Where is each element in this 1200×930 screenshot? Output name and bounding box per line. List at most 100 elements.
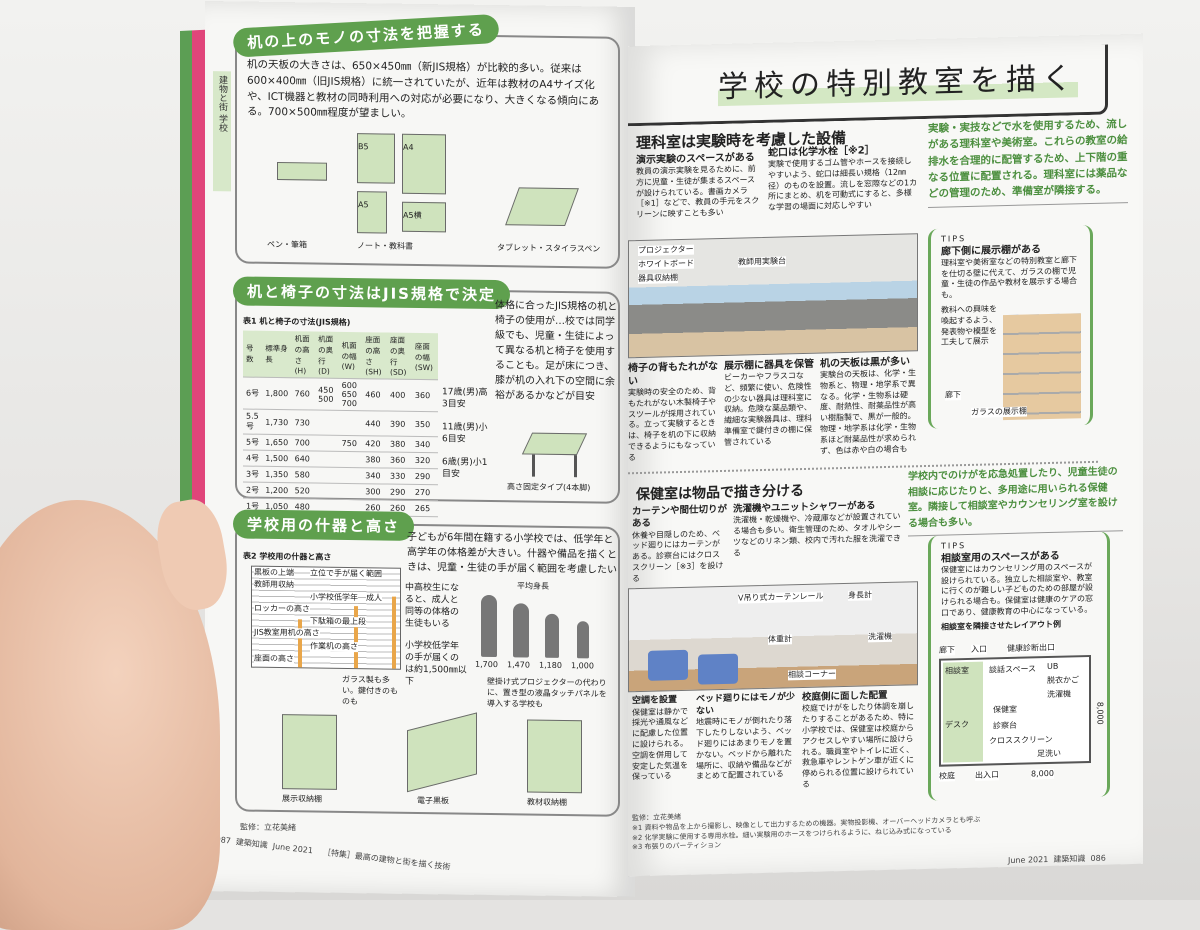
science-ill-label: 教師用実験台 (738, 256, 786, 268)
supervisor: 監修：立花美緒 (240, 822, 296, 833)
table-cell: 6号 (243, 377, 263, 410)
plan-label: 入口 (971, 644, 987, 655)
ill-label: 相談コーナー (788, 669, 836, 680)
side-tab-sub: 学校 (217, 114, 227, 133)
table-header: 机面の幅(W) (338, 331, 363, 379)
chart-label: 小学校低学年 (310, 592, 358, 603)
section-text: 机の天板の大きさは、650×450㎜（新JIS規格）が比較的多い。従来は600×… (247, 58, 600, 121)
plan-label: 診察台 (993, 720, 1017, 731)
table-header: 机面の奥行(D) (315, 331, 339, 379)
science-item: 椅子の背もたれがない実験時の安全のため、背もたれがない木製椅子やスツールが採用さ… (628, 361, 718, 463)
table-cell: 1,730 (262, 409, 292, 435)
table-cell (315, 467, 339, 484)
ill-label: 体重計 (768, 634, 792, 645)
page-title: 学校の特別教室を描く (718, 53, 1078, 107)
table-cell: 1,800 (262, 377, 292, 410)
table-cell: 700 (291, 434, 316, 452)
health-item: 洗濯機やユニットシャワーがある洗濯機・乾燥機や、冷蔵庫などが設置されている場合も… (733, 500, 901, 558)
display-cabinet-illustration (282, 714, 337, 790)
table-cell: 360 (411, 379, 438, 412)
plan-label: 校庭 (939, 771, 955, 782)
note-teens: 中高校生になると、成人と同等の体格の生徒もいる (405, 582, 460, 630)
chart-label: 成人 (366, 593, 382, 604)
table-cell (338, 467, 363, 484)
note-17yr: 17歳(男)高3目安 (442, 387, 488, 410)
height-value: 1,470 (507, 660, 530, 670)
science-ill-label: プロジェクター (638, 244, 694, 256)
table-cell: 5.5号 (243, 409, 263, 435)
table-cell: 290 (411, 468, 438, 485)
health-item: 空調を設置保健室は静かで採光や通風などに配慮した位置に設けられる。空調を併用して… (632, 695, 688, 782)
table-cell: 440 (362, 410, 388, 437)
tips-display-shelf: TIPS 廊下側に展示棚がある 理科室や美術室などの特別教室と廊下を仕切る壁に代… (928, 224, 1093, 429)
plan-label: UB (1047, 661, 1059, 672)
a5-landscape-illustration: A5横 (402, 201, 446, 233)
people-silhouettes (477, 594, 607, 659)
science-ill-label: 器具収納棚 (638, 273, 678, 284)
table-cell: 270 (411, 484, 438, 501)
plan-dimension: 8,000 (1031, 768, 1054, 780)
a5-illustration: A5 (357, 191, 387, 234)
pencil-case-illustration (277, 162, 327, 181)
chair-illustration (698, 653, 738, 685)
chart-label: 立位で手が届く範囲 (310, 568, 382, 580)
plan-label: 脱衣かご (1047, 675, 1079, 686)
section-heading: 学校用の什器と高さ (233, 509, 415, 541)
height-chart: 黒板の上端 立位で手が届く範囲 教師用収納 小学校低学年 成人 ロッカーの高さ … (251, 565, 401, 670)
health-item: ベッド廻りにはモノが少ない地震時にモノが倒れたり落下したりしないよう、ベッド廻り… (696, 692, 796, 781)
table-cell: 380 (387, 436, 412, 453)
table-header: 座面の奥行(SD) (387, 332, 412, 380)
board-note: 壁掛け式プロジェクターの代わりに、置き型の液晶タッチパネルを導入する学校も (487, 676, 607, 709)
note-11yr: 11歳(男)小6目安 (442, 422, 488, 445)
health-item: カーテンや間仕切りがある休養や目隠しのため、ベッド廻りにはカーテンがある。診察台… (632, 503, 728, 584)
table-cell: 420 (362, 435, 388, 453)
table-cell: 3号 (243, 466, 263, 483)
a4-illustration: A4 (402, 133, 446, 195)
table-cell: 390 (387, 411, 412, 437)
table-header: 号数 (243, 330, 263, 378)
health-heading: 保健室は物品で描き分ける (636, 482, 804, 504)
chart-label: 教師用収納 (254, 579, 294, 590)
table-title: 表1 机と椅子の寸法(JIS規格) (243, 316, 351, 328)
health-item: 校庭側に面した配置校庭でけがをしたり体調を崩したりすることがあるため、特に小学校… (802, 689, 914, 789)
section-school-furniture: 学校用の什器と高さ 子どもが6年間在籍する小学校では、低学年と高学年の体格差が大… (233, 509, 620, 817)
science-item: 演示実験のスペースがある教員の演示実験を見るために、前方に児童・生徒が集まるスペ… (636, 152, 760, 220)
table-cell: 1,500 (262, 450, 292, 467)
table-header: 標準身長 (262, 330, 292, 378)
right-footer: June 2021 建築知識 086 (1008, 853, 1106, 866)
notebook-label: ノート・教科書 (357, 241, 413, 251)
chart-label: 作業机の高さ (310, 641, 358, 652)
avg-height-label: 平均身長 (517, 581, 549, 591)
table-cell: 1,350 (262, 466, 292, 483)
science-ill-label: ホワイトボード (638, 258, 694, 270)
table-cell: 340 (411, 436, 438, 453)
section-text: 体格に合ったJIS規格の机と椅子の使用が…校では同学級でも、児童・生徒によって異… (495, 300, 618, 403)
plan-label: デスク (945, 719, 969, 731)
table-cell: 290 (387, 484, 412, 501)
science-item: 机の天板は黒が多い実験台の天板は、化学・生物系と、物理・地学系で異なる。化学・生… (820, 356, 916, 456)
table-cell (338, 410, 363, 436)
table-cell: 300 (362, 483, 388, 501)
table-cell: 4号 (243, 450, 263, 467)
science-intro: 実験・実技などで水を使用するため、流しがある理科室や美術室。これらの教室の給排水… (928, 116, 1128, 209)
table-cell (315, 410, 339, 436)
table-cell: 580 (291, 466, 316, 484)
height-bar (298, 619, 302, 668)
table-cell: 450 500 (315, 378, 339, 411)
jis-size-table: 号数標準身長机面の高さ(H)机面の奥行(D)机面の幅(W)座面の高さ(SH)座面… (243, 330, 438, 518)
left-page: 建物と街 学校 机の上のモノの寸法を把握する 机の天板の大きさは、650×450… (205, 0, 635, 898)
plan-label: 廊下 (939, 645, 955, 656)
height-value: 1,180 (539, 660, 562, 670)
section-desk-chair: 机と椅子の寸法はJIS規格で決定 表1 机と椅子の寸法(JIS規格) 号数標準身… (233, 276, 620, 517)
tips-counseling: TIPS 相談室用のスペースがある 保健室にはカウンセリング用のスペースが設けら… (928, 531, 1110, 801)
science-item: 蛇口は化学水栓［※2］実験で使用するゴム管やホースを接続しやすいよう、蛇口は細長… (768, 145, 918, 213)
footnotes: 監修：立花美緒※1 資料や物品を上から撮影し、映像として出力するための機器。実物… (632, 812, 981, 852)
table-cell: 730 (291, 409, 316, 436)
table-cell: 5号 (243, 434, 263, 451)
right-page: 学校の特別教室を描く 理科室は実験時を考慮した設備 実験・実技などで水を使用する… (628, 33, 1143, 877)
left-footer: 087 建築知識 June 2021 ［特集］最高の建物と街を描く技術 (215, 834, 451, 872)
table-cell: 750 (338, 435, 363, 452)
caption: 展示収納棚 (282, 794, 322, 804)
table-cell: 320 (411, 452, 438, 469)
table-cell: 520 (291, 482, 316, 500)
